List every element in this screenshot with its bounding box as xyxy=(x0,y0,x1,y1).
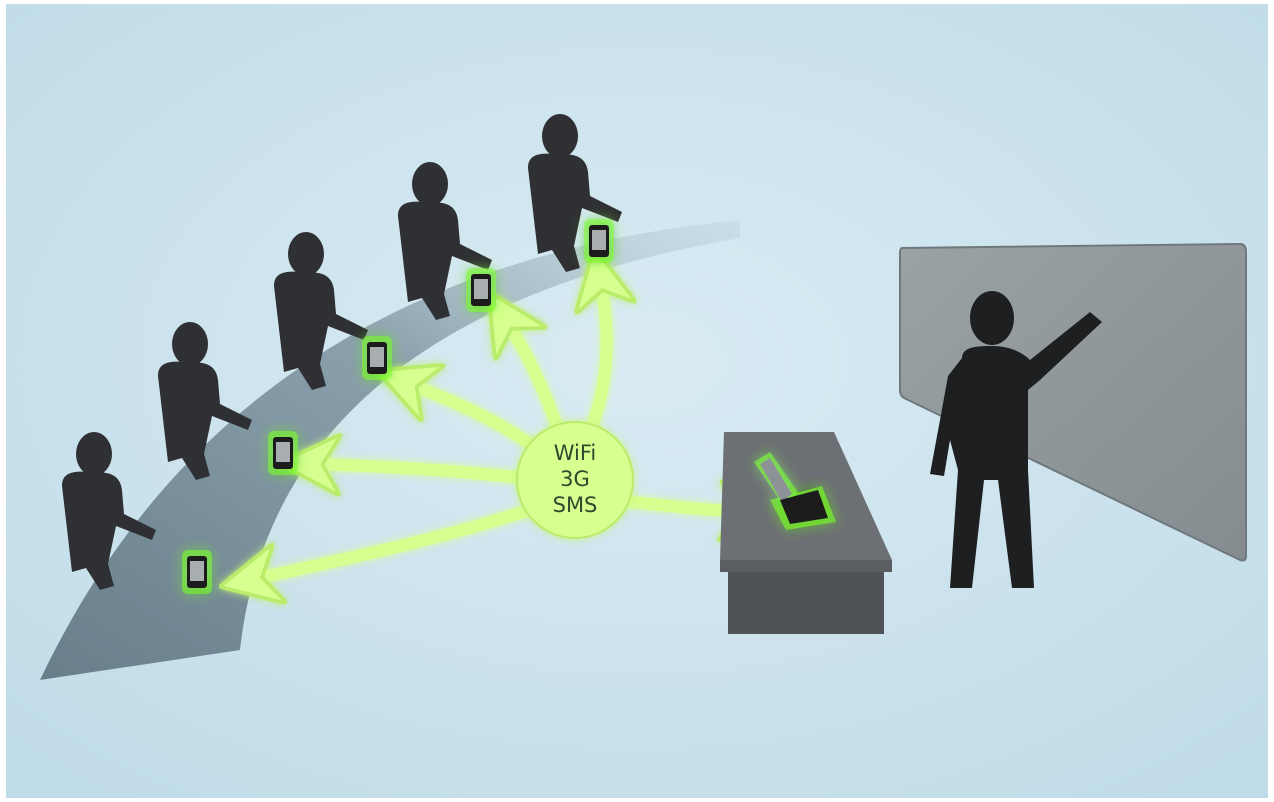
arrow-to-device-5 xyxy=(590,278,607,438)
network-hub xyxy=(516,421,634,539)
smartphone-icon xyxy=(182,550,212,594)
student-1-icon xyxy=(62,432,156,590)
smartphone-icon xyxy=(268,431,298,475)
student-5-icon xyxy=(528,114,622,272)
arrow-to-device-4 xyxy=(505,318,566,441)
student-silhouettes xyxy=(62,114,622,590)
hub-label-3g: 3G xyxy=(560,467,590,491)
student-2-icon xyxy=(158,322,252,480)
arrow-to-device-2 xyxy=(310,464,546,480)
smartphone-icon xyxy=(584,219,614,263)
presenter-silhouette-icon xyxy=(930,291,1102,588)
laptop-icon xyxy=(754,452,836,530)
hub-label-sms: SMS xyxy=(553,493,598,517)
hub-label-wifi: WiFi xyxy=(554,441,597,465)
arrow-to-device-1 xyxy=(250,499,551,580)
student-devices xyxy=(182,219,614,594)
student-3-icon xyxy=(274,232,368,390)
smartphone-icon xyxy=(466,268,496,312)
curved-bench xyxy=(40,220,740,680)
smartphone-icon xyxy=(362,336,392,380)
student-4-icon xyxy=(398,162,492,320)
